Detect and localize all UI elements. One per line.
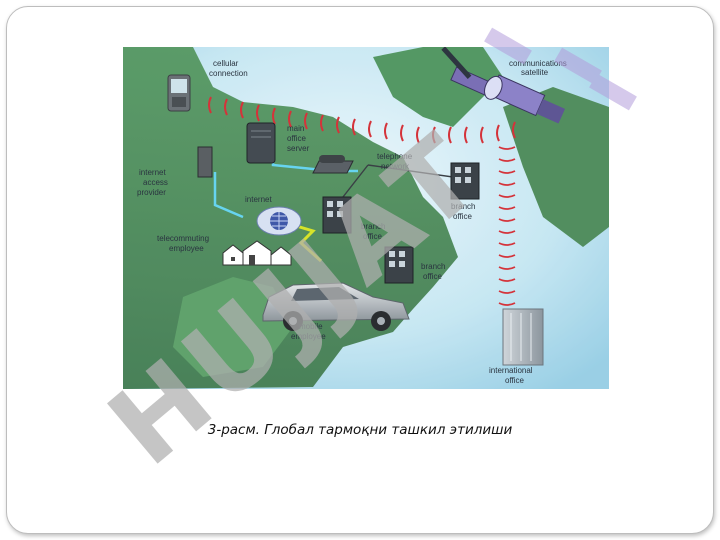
branch-office-2-building-icon — [450, 162, 480, 200]
label-internet: internet — [245, 195, 272, 204]
lightning-link — [292, 223, 323, 263]
landmass-north — [373, 47, 503, 127]
label-branch-office-1: branch office — [361, 222, 388, 241]
satellite-signal-arcs — [498, 146, 516, 306]
branch-office-3-building-icon — [384, 246, 414, 284]
satellite-icon — [441, 47, 566, 124]
main-office-server-icon — [246, 122, 276, 164]
label-mobile-employee: mobile employee — [291, 322, 326, 341]
cell-phone-icon — [167, 74, 191, 112]
international-office-tower-icon — [502, 308, 544, 366]
cellular-signal-arcs — [208, 96, 516, 144]
telephone-icon — [312, 155, 354, 174]
internet-cloud-icon — [256, 206, 302, 236]
label-main-office-server: main office server — [287, 124, 310, 153]
mobile-car-icon — [262, 282, 410, 331]
isp-device-icon — [197, 146, 213, 178]
label-internet-access-provider: internet access provider — [137, 168, 170, 197]
branch-office-1-building-icon — [322, 196, 352, 234]
global-network-diagram: cellular connection communications satel… — [123, 47, 609, 389]
label-branch-office-2: branch office — [451, 202, 478, 221]
label-cellular-connection: cellular connection — [209, 59, 248, 78]
label-telecommuting-employee: telecommuting employee — [157, 234, 211, 253]
label-telephone-network: telephone network — [377, 152, 414, 171]
landmass-south — [173, 277, 293, 377]
houses-icon — [222, 240, 292, 266]
label-communications-satellite: communications satellite — [509, 59, 569, 77]
network-illustration: cellular connection communications satel… — [123, 47, 609, 389]
slide-frame: cellular connection communications satel… — [6, 6, 714, 534]
label-branch-office-3: branch office — [421, 262, 448, 281]
label-international-office: international office — [489, 366, 535, 385]
figure-caption: 3-расм. Глобал тармоқни ташкил этилиши — [207, 422, 513, 438]
landmass-east — [503, 87, 609, 247]
isp-link — [213, 172, 244, 219]
